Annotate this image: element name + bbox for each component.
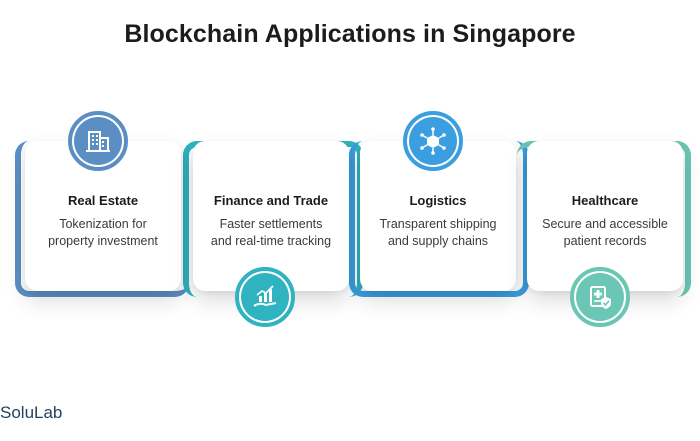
card-healthcare: Healthcare Secure and accessible patient… (527, 141, 683, 291)
desc-line: Secure and accessible (542, 217, 668, 231)
bracket-logistics (349, 141, 529, 297)
brand-logo-text: SoluLab (0, 403, 63, 422)
card-title: Real Estate (67, 193, 139, 208)
diagram-title: Blockchain Applications in Singapore (124, 20, 576, 48)
desc-line: patient records (563, 234, 647, 248)
medical-record-icon (570, 267, 630, 327)
desc-line: and real-time tracking (210, 234, 332, 248)
desc-line: Faster settlements (219, 217, 323, 231)
card-desc: Transparent shipping and supply chains (360, 216, 516, 250)
growth-hand-icon (235, 267, 295, 327)
building-icon (68, 111, 128, 171)
card-real-estate: Real Estate Tokenization for property in… (25, 141, 181, 291)
card-finance: Finance and Trade Faster settlements and… (193, 141, 349, 291)
card-desc: Secure and accessible patient records (527, 216, 683, 250)
desc-line: Transparent shipping (379, 217, 497, 231)
network-cube-icon (403, 111, 463, 171)
card-title: Finance and Trade (213, 193, 329, 208)
card-title: Logistics (409, 193, 467, 208)
card-title: Healthcare (571, 193, 639, 208)
card-desc: Faster settlements and real-time trackin… (193, 216, 349, 250)
card-desc: Tokenization for property investment (25, 216, 181, 250)
desc-line: property investment (48, 234, 158, 248)
desc-line: and supply chains (387, 234, 489, 248)
desc-line: Tokenization for (59, 217, 147, 231)
